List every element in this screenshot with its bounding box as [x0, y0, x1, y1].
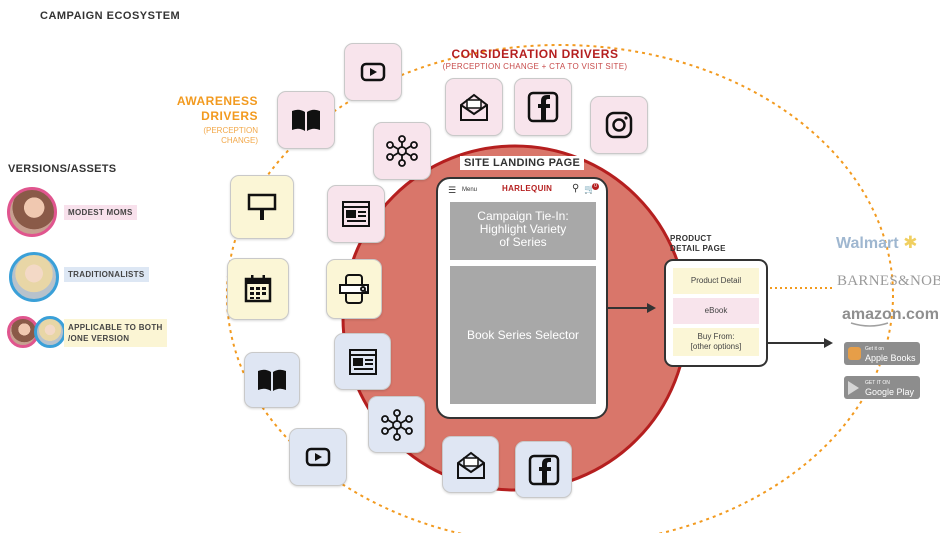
search-icon[interactable]: ⚲ [572, 183, 580, 194]
amazon-logo: amazon.com [842, 306, 939, 323]
amazon-smile-icon [850, 322, 889, 327]
article-icon [327, 185, 385, 243]
facebook-icon [514, 78, 572, 136]
awareness-ring [226, 44, 894, 533]
book-icon-blue [244, 352, 300, 408]
calendar-icon [227, 258, 289, 320]
traditionalists-avatar [9, 252, 59, 302]
consideration-subtitle: (PERCEPTION CHANGE + CTA TO VISIT SITE) [442, 62, 628, 71]
page-title: CAMPAIGN ECOSYSTEM [40, 10, 181, 22]
network-icon-blue [368, 396, 425, 453]
barnes-noble-logo: BARNES&NOBLE [837, 273, 940, 289]
newsletter-icon-blue [442, 436, 499, 493]
book-icon [277, 91, 335, 149]
google-play-icon [848, 380, 859, 395]
harlequin-logo[interactable]: HARLEQUIN [502, 184, 553, 193]
product-detail-row: Product Detail [673, 268, 759, 294]
article-icon-blue [334, 333, 391, 390]
landing-page-phone: ☰ Menu HARLEQUIN ⚲ 🛒 0 Campaign Tie-In:H… [436, 177, 608, 419]
mobile-search-icon [326, 259, 382, 319]
versions-title: VERSIONS/ASSETS [8, 163, 117, 175]
modest-moms-label: MODEST MOMS [64, 205, 137, 220]
cart-count-badge: 0 [592, 183, 599, 190]
network-icon [373, 122, 431, 180]
buy-from-row[interactable]: Buy From:[other options] [673, 328, 759, 356]
book-series-selector[interactable]: Book Series Selector [450, 266, 596, 404]
both-avatar-blue [34, 316, 66, 348]
walmart-logo: Walmart ✱ [836, 233, 918, 252]
facebook-icon-blue [515, 441, 572, 498]
product-detail-page: Product Detail eBook Buy From:[other opt… [664, 259, 768, 367]
modest-moms-avatar [7, 187, 57, 237]
landing-page-title: SITE LANDING PAGE [460, 156, 585, 170]
ebook-row[interactable]: eBook [673, 298, 759, 324]
menu-label[interactable]: Menu [462, 187, 478, 193]
billboard-icon [230, 175, 294, 239]
youtube-icon-blue [289, 428, 347, 486]
hamburger-icon[interactable]: ☰ [448, 185, 457, 195]
youtube-icon [344, 43, 402, 101]
newsletter-icon [445, 78, 503, 136]
walmart-spark-icon: ✱ [898, 233, 918, 252]
landing-page-header: ☰ Menu HARLEQUIN ⚲ 🛒 0 [448, 183, 599, 197]
consideration-title: CONSIDERATION DRIVERS [451, 47, 619, 61]
instagram-icon [590, 96, 648, 154]
cart-icon[interactable]: 🛒 [584, 184, 596, 194]
traditionalists-label: TRADITIONALISTS [64, 267, 149, 282]
both-versions-label: APPLICABLE TO BOTH/ONE VERSION [64, 319, 167, 347]
apple-books-icon [848, 347, 861, 360]
